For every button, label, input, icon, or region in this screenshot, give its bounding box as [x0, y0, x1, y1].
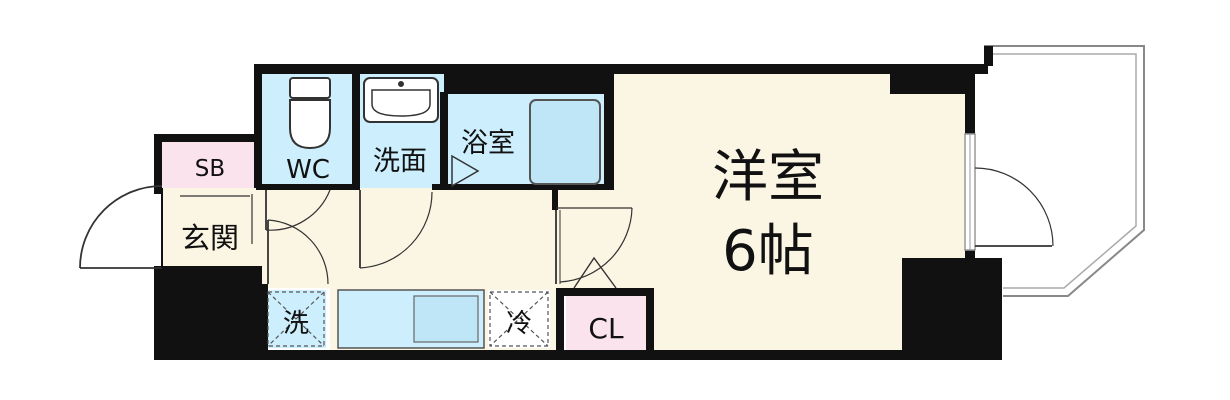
wc-label: WC [286, 155, 330, 185]
entrance-floor [162, 188, 262, 268]
walls [154, 64, 1002, 360]
fridge-space-marker [489, 291, 549, 347]
washroom-label: 洗面 [373, 146, 427, 177]
fridge-label: 冷 [506, 309, 532, 339]
bathroom-label: 浴室 [461, 128, 515, 159]
balcony [984, 45, 1145, 297]
kitchen-sink [413, 295, 479, 343]
room-window [964, 133, 976, 251]
toilet-fixture [289, 77, 331, 150]
closet-label: CL [588, 312, 624, 345]
bath-step-marker [451, 154, 480, 188]
washer-label: 洗 [283, 309, 309, 339]
western-room-size-label: 6帖 [722, 219, 814, 284]
western-room-label: 洋室 [712, 145, 824, 210]
entrance-label: 玄関 [181, 221, 239, 255]
bathtub-fixture [529, 99, 601, 185]
washer-space-marker [267, 291, 325, 347]
shoe-box-label: SB [195, 156, 225, 182]
corridor-floor [262, 188, 614, 288]
fridge-floor [488, 290, 550, 348]
closet-floor [566, 296, 648, 352]
shoe-box-floor [162, 142, 262, 188]
wash-basin-fixture [363, 77, 439, 123]
doors [79, 167, 1054, 289]
